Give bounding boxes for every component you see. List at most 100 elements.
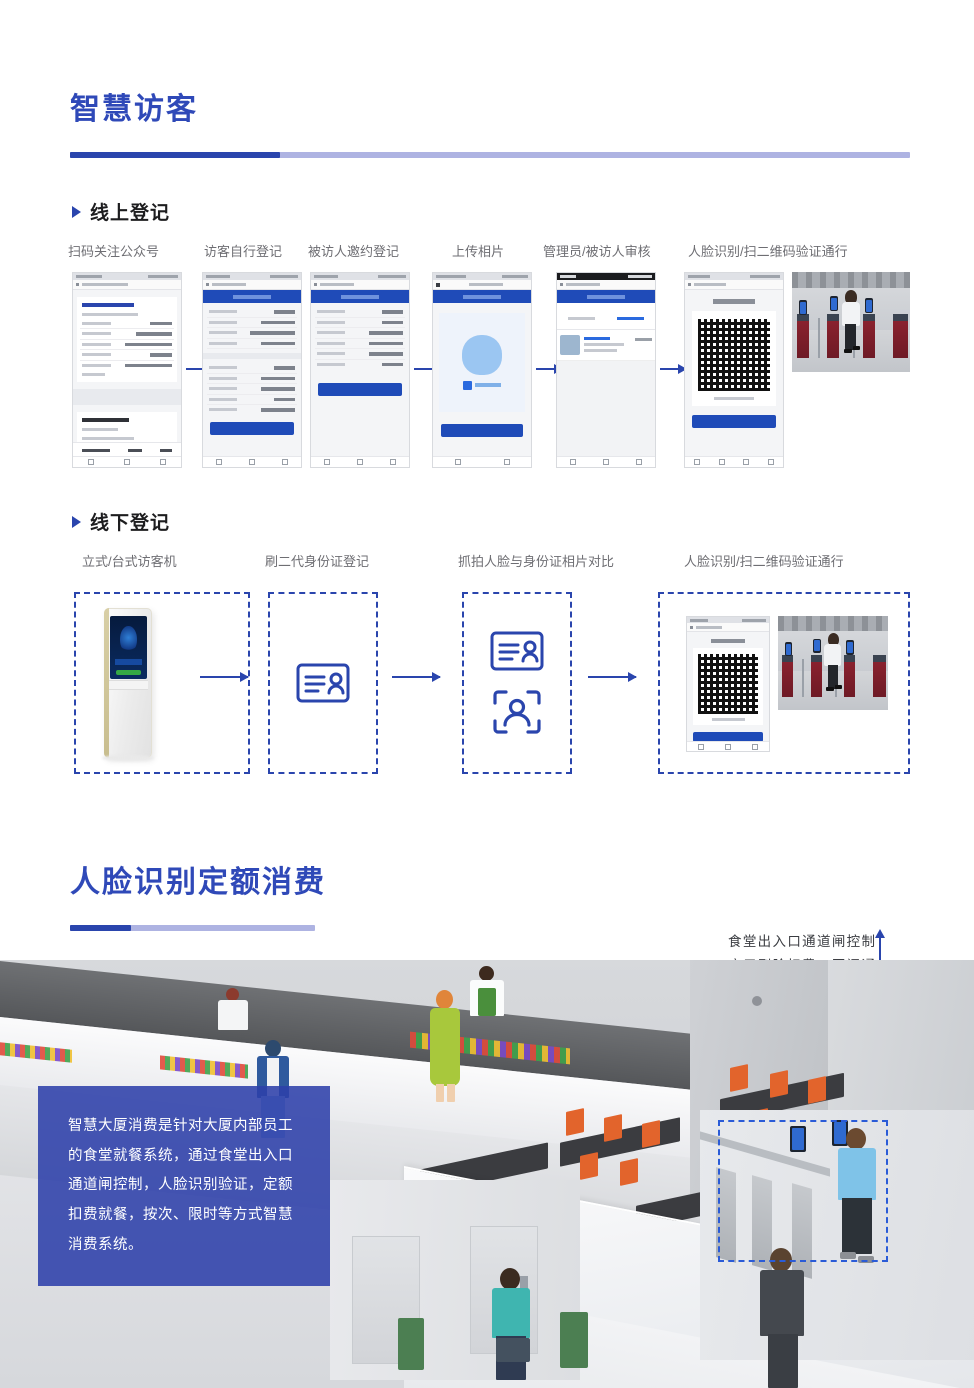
phone-status-bar bbox=[73, 273, 181, 280]
upload-hint bbox=[463, 380, 501, 390]
phone-form-body bbox=[311, 303, 409, 407]
phone-mockup-upload-photo bbox=[432, 272, 532, 468]
phone-mockup-qr-pass bbox=[684, 272, 784, 468]
face-terminal bbox=[790, 1126, 806, 1152]
camera-icon bbox=[463, 380, 472, 390]
open-door-button[interactable] bbox=[693, 732, 763, 742]
qr-card bbox=[692, 311, 776, 406]
page-title-visitor: 智慧访客 bbox=[70, 93, 198, 126]
face-scan-icon bbox=[493, 690, 541, 734]
step-label-0: 扫码关注公众号 bbox=[68, 244, 160, 259]
offline-step-label-3: 人脸识别/扫二维码验证通行 bbox=[684, 554, 844, 569]
subsection-online-registration: 线上登记 bbox=[72, 198, 170, 225]
door-handle bbox=[520, 1276, 528, 1290]
triangle-bullet-icon bbox=[72, 515, 81, 528]
face-terminal bbox=[832, 1120, 848, 1146]
offline-step-label-1: 刷二代身份证登记 bbox=[265, 554, 370, 569]
face-placeholder-icon bbox=[462, 335, 502, 375]
subsection-offline-registration: 线下登记 bbox=[72, 508, 170, 535]
id-card-icon bbox=[490, 631, 544, 671]
step-label-4: 管理员/被访人审核 bbox=[543, 244, 651, 259]
briefcase bbox=[496, 1338, 530, 1362]
callout-text: 智慧大厦消费是针对大厦内部员工的食堂就餐系统，通过食堂出入口通道闸控制，人脸识别… bbox=[68, 1118, 293, 1253]
photo-upload-area[interactable] bbox=[439, 313, 525, 412]
offline-flow-arrow-3 bbox=[588, 676, 636, 678]
next-step-button[interactable] bbox=[318, 383, 402, 396]
step-label-5: 人脸识别/扫二维码验证通行 bbox=[688, 244, 848, 259]
audit-list bbox=[557, 330, 655, 361]
phone-status-bar bbox=[311, 273, 409, 280]
tab-reviewed[interactable] bbox=[606, 303, 655, 329]
phone-app-title bbox=[557, 290, 655, 303]
phone-system-bar[interactable] bbox=[203, 456, 301, 467]
phone-form-body bbox=[203, 303, 301, 446]
next-step-button[interactable] bbox=[210, 421, 294, 435]
phone-status-bar bbox=[557, 273, 655, 280]
phone-app-title bbox=[311, 290, 409, 303]
phone-mockup-self-registration bbox=[202, 272, 302, 468]
qr-caption bbox=[711, 718, 745, 721]
face-compare-icon-wrap bbox=[462, 592, 572, 774]
tab-pending[interactable] bbox=[557, 303, 606, 329]
phone-system-bar[interactable] bbox=[311, 456, 409, 467]
trash-bin bbox=[398, 1318, 424, 1370]
phone-status-bar bbox=[685, 273, 783, 280]
phone-nav-bar bbox=[203, 280, 301, 290]
visitor-kiosk-machine bbox=[102, 608, 154, 761]
offline-box-gate-pass bbox=[658, 592, 910, 774]
phone-system-bar[interactable] bbox=[685, 456, 783, 467]
subsection-offline-label: 线下登记 bbox=[90, 513, 171, 534]
list-item[interactable] bbox=[557, 330, 655, 361]
apron bbox=[478, 988, 496, 1016]
phone-nav-bar bbox=[73, 280, 181, 290]
audit-tabbar[interactable] bbox=[557, 303, 655, 330]
qr-screen-title bbox=[710, 639, 746, 643]
offline-step-label-2: 抓拍人脸与身份证相片对比 bbox=[458, 554, 615, 569]
phone-mockup-audit bbox=[556, 272, 656, 468]
phone-system-bar[interactable] bbox=[557, 456, 655, 467]
qr-caption bbox=[714, 397, 754, 400]
wall-fixture bbox=[752, 996, 762, 1006]
phone-action-bar[interactable] bbox=[73, 442, 181, 457]
flow-arrow-2 bbox=[414, 368, 440, 370]
phone-status-bar bbox=[203, 273, 301, 280]
avatar bbox=[560, 335, 580, 355]
phone-nav-bar bbox=[685, 280, 783, 290]
phone-status-bar bbox=[687, 617, 769, 623]
status-badge bbox=[635, 338, 652, 341]
offline-flow-arrow-1 bbox=[200, 676, 248, 678]
gate-highlight-box bbox=[718, 1120, 888, 1262]
offline-flow-arrow-2 bbox=[392, 676, 440, 678]
phone-system-bar[interactable] bbox=[433, 456, 531, 467]
subsection-online-label: 线上登记 bbox=[90, 203, 171, 224]
offline-box-kiosk bbox=[74, 592, 250, 774]
offline-box-face-compare bbox=[462, 592, 572, 774]
phone-mockup-qr-pass-offline bbox=[686, 616, 770, 752]
flow-arrow-3 bbox=[536, 368, 562, 370]
submit-photo-button[interactable] bbox=[441, 423, 523, 437]
title-divider-visitor bbox=[70, 152, 910, 158]
cafeteria-illustration: 智慧大厦消费是针对大厦内部员工的食堂就餐系统，通过食堂出入口通道闸控制，人脸识别… bbox=[0, 960, 974, 1388]
qr-code-image bbox=[698, 654, 758, 714]
title-divider-consumption bbox=[70, 925, 315, 931]
kiosk-confirm-button[interactable] bbox=[115, 669, 142, 676]
phone-system-bar[interactable] bbox=[687, 741, 769, 751]
step-label-2: 被访人邀约登记 bbox=[308, 244, 400, 259]
face-recognition-graphic bbox=[120, 625, 137, 653]
id-card-icon-wrap bbox=[268, 592, 378, 774]
trash-bin bbox=[560, 1312, 588, 1368]
phone-nav-bar bbox=[311, 280, 409, 290]
flow-arrow-1 bbox=[186, 368, 212, 370]
phone-nav-bar bbox=[557, 280, 655, 290]
callout-box: 智慧大厦消费是针对大厦内部员工的食堂就餐系统，通过食堂出入口通道闸控制，人脸识别… bbox=[38, 1086, 330, 1286]
id-card-icon bbox=[296, 663, 350, 703]
phone-mockup-public-account bbox=[72, 272, 182, 468]
step-label-1: 访客自行登记 bbox=[204, 244, 283, 259]
gate-turnstile-photo-offline bbox=[778, 616, 888, 710]
open-door-button[interactable] bbox=[692, 415, 776, 428]
phone-system-bar[interactable] bbox=[73, 456, 181, 467]
flow-arrow-4 bbox=[660, 368, 686, 370]
phone-app-title bbox=[203, 290, 301, 303]
triangle-bullet-icon bbox=[72, 205, 81, 218]
